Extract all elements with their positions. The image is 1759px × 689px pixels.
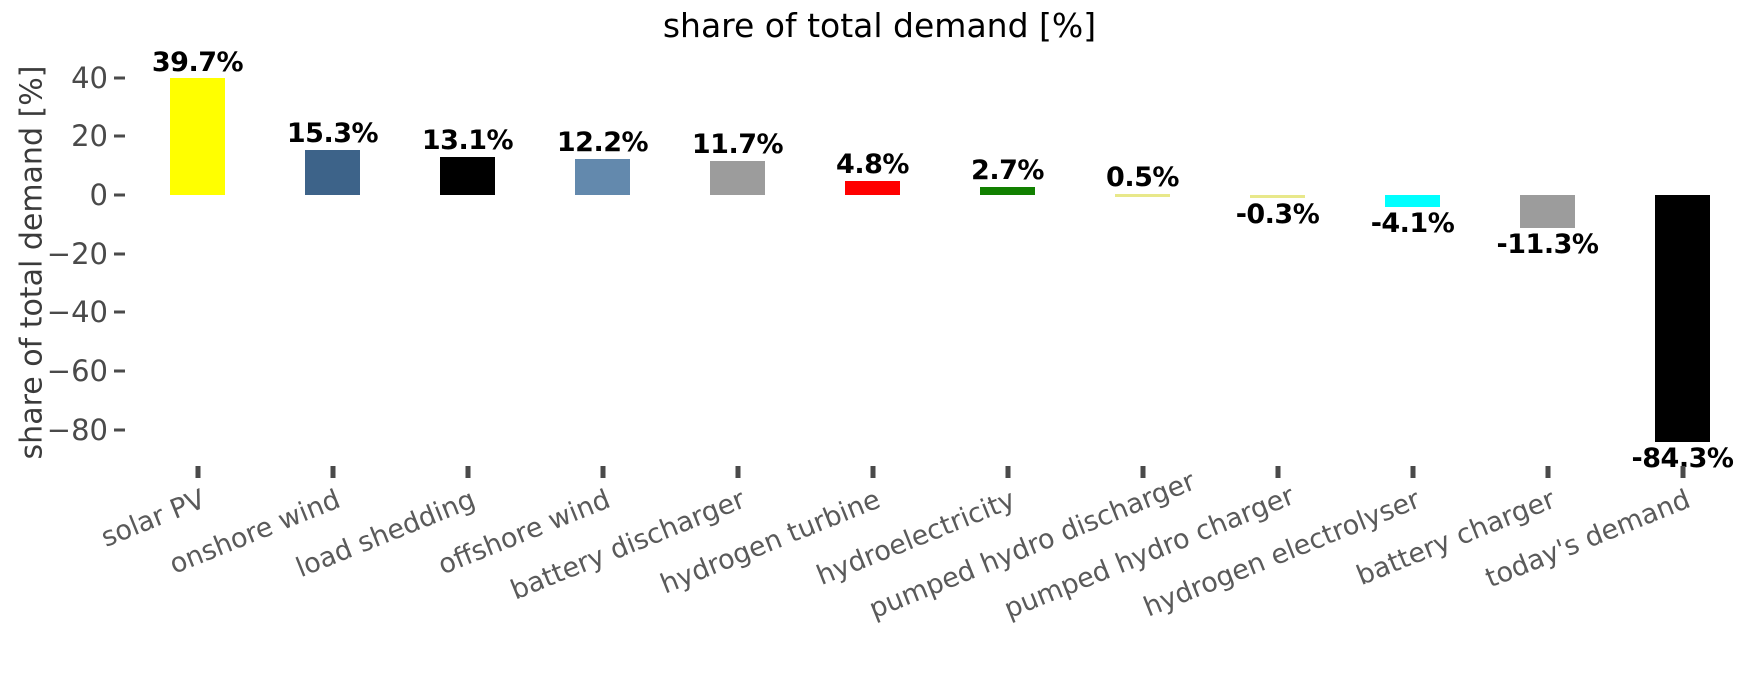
bar-value-label: -11.3% <box>1496 229 1599 261</box>
bar[interactable] <box>709 160 766 195</box>
y-tick-mark <box>114 369 125 373</box>
bar-slot[interactable]: -84.3% <box>1632 60 1734 474</box>
x-tick-mark <box>1410 466 1415 478</box>
x-tick-mark <box>1680 466 1685 478</box>
bar-value-label: 39.7% <box>151 46 244 78</box>
bar-slot[interactable]: 13.1% <box>422 60 514 465</box>
bar-slot[interactable]: -4.1% <box>1371 60 1455 465</box>
bar-value-label: 0.5% <box>1106 161 1179 193</box>
y-tick-mark <box>114 193 125 197</box>
bar[interactable] <box>1249 195 1306 198</box>
bar[interactable] <box>439 156 496 195</box>
bar-value-label: -4.1% <box>1370 208 1455 240</box>
bar-value-label: -0.3% <box>1235 199 1320 230</box>
x-tick-mark <box>330 466 335 478</box>
x-tick-mark <box>1545 466 1550 478</box>
x-tick-mark <box>465 466 470 478</box>
bar[interactable] <box>1114 193 1171 197</box>
bar-slot[interactable]: 15.3% <box>287 60 379 465</box>
x-tick-mark <box>1275 466 1280 478</box>
bar[interactable] <box>844 180 901 195</box>
y-tick-label: 0 <box>89 178 108 212</box>
y-tick-label: −60 <box>46 354 108 389</box>
bar[interactable] <box>304 150 361 195</box>
x-tick-mark <box>1005 466 1010 478</box>
y-tick-mark <box>114 428 125 432</box>
bar[interactable] <box>1384 195 1441 208</box>
x-tick-mark <box>195 466 200 478</box>
bar[interactable] <box>574 159 631 195</box>
bar-slot[interactable]: 39.7% <box>152 47 244 465</box>
y-tick-label: −80 <box>46 412 108 447</box>
bar-value-label: 4.8% <box>836 148 909 180</box>
bar-slot[interactable]: 11.7% <box>692 60 784 465</box>
bar-slot[interactable]: -0.3% <box>1236 60 1320 465</box>
bar[interactable] <box>979 187 1036 195</box>
y-tick-mark <box>114 252 125 256</box>
y-tick-label: 20 <box>71 119 108 154</box>
x-tick-mark <box>870 466 875 478</box>
bar-slot[interactable]: 12.2% <box>557 60 649 465</box>
x-tick-mark <box>735 466 740 478</box>
x-tick-mark <box>600 466 605 478</box>
y-tick-mark <box>114 134 125 138</box>
y-tick-label: −40 <box>46 295 108 330</box>
bar-slot[interactable]: 0.5% <box>1106 60 1179 465</box>
y-tick-mark <box>114 310 125 314</box>
bar-value-label: 15.3% <box>286 118 379 150</box>
y-tick-label: −20 <box>46 236 108 271</box>
y-tick-mark <box>114 76 125 80</box>
bar-slot[interactable]: 2.7% <box>971 60 1044 465</box>
bar[interactable] <box>1654 195 1711 443</box>
bar-slot[interactable]: -11.3% <box>1497 60 1599 465</box>
bar-value-label: 11.7% <box>691 128 784 160</box>
y-tick-label: 40 <box>71 60 108 95</box>
bar[interactable] <box>169 78 226 195</box>
bar-value-label: 12.2% <box>556 127 649 159</box>
x-tick-mark <box>1140 466 1145 478</box>
bar[interactable] <box>1519 195 1576 229</box>
bar-slot[interactable]: 4.8% <box>836 60 909 465</box>
plot-area: 40 20 0 −20 −40 −60 −80 39.7% 15.3% 13.1% 12.2% 11… <box>47 47 1750 626</box>
bar-value-label: 13.1% <box>421 124 514 156</box>
bar-value-label: 2.7% <box>971 155 1044 187</box>
chart-title: share of total demand [%] <box>662 6 1097 45</box>
